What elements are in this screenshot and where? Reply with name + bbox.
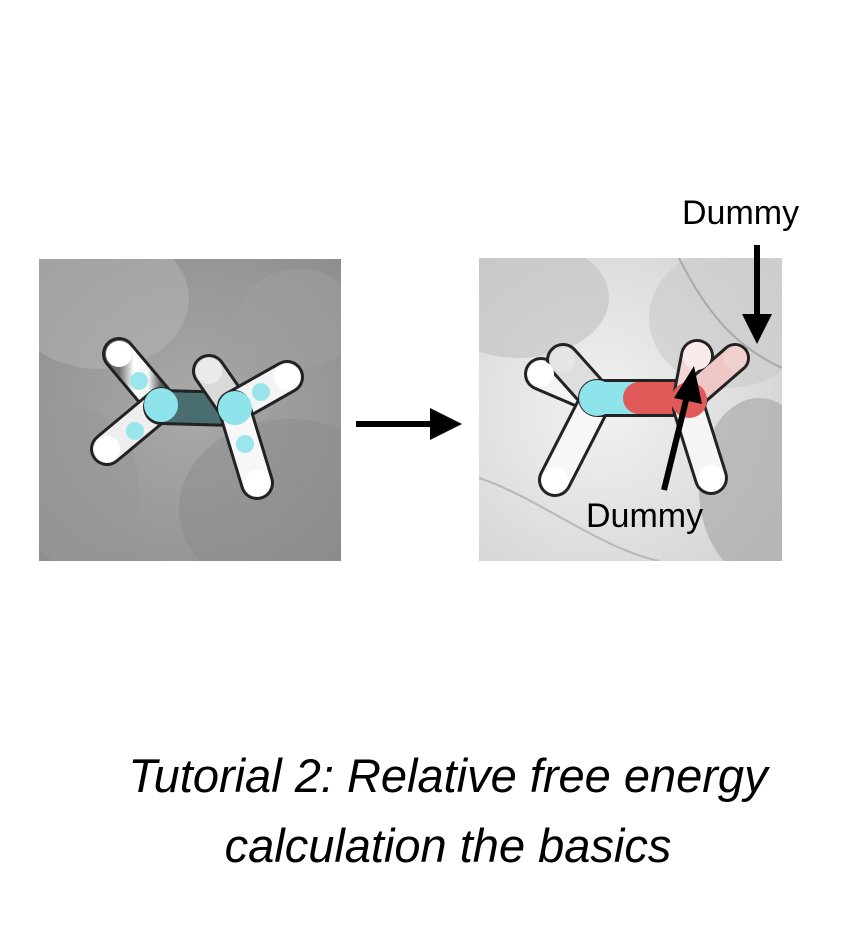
dummy-label-bottom: Dummy (586, 497, 704, 535)
tutorial-title-line-2: calculation the basics (224, 819, 672, 872)
dummy-label-top: Dummy (682, 194, 800, 232)
ethane-molecule-image (39, 259, 341, 561)
tutorial-title-line-1: Tutorial 2: Relative free energy (128, 749, 768, 802)
dummy-bottom-pointer-arrow (661, 366, 702, 491)
transform-arrow (356, 408, 462, 440)
ethanol-dummy-molecule-image (479, 258, 782, 561)
dummy-top-pointer-arrow (742, 245, 772, 344)
